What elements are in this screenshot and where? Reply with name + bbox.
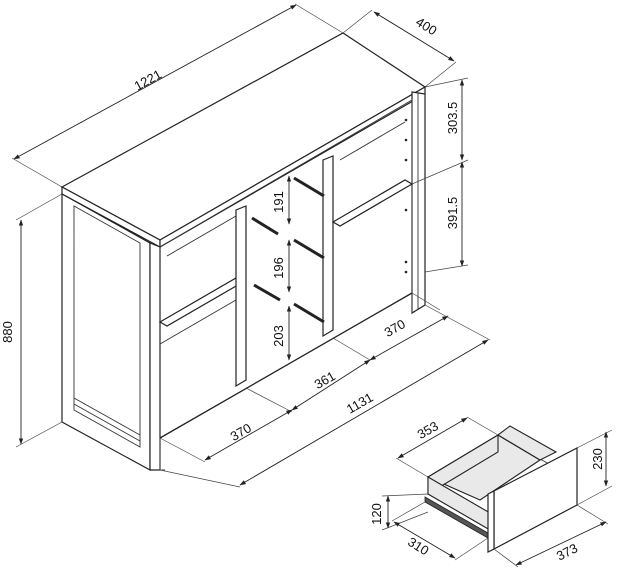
dim-drawer-mid-label: 196 bbox=[271, 257, 286, 279]
dim-middle-bay-label: 361 bbox=[312, 368, 338, 392]
dim-shelf-lower-label: 391.5 bbox=[445, 197, 460, 230]
right-side-post bbox=[411, 91, 426, 315]
dim-drawer-depth-label: 310 bbox=[405, 534, 431, 558]
left-side-frame-inner bbox=[73, 205, 141, 448]
dim-drawer-top-label: 191 bbox=[271, 191, 286, 213]
dim-line-right-bay bbox=[369, 315, 449, 361]
dim-line-drawer-front-width bbox=[515, 521, 607, 566]
right-bay-shelf bbox=[331, 179, 414, 227]
dim-drawer-side-height-label: 120 bbox=[369, 503, 384, 525]
middle-divider-left bbox=[235, 205, 247, 388]
dim-depth-label: 400 bbox=[413, 14, 439, 38]
dim-line-inner-width bbox=[239, 339, 489, 486]
dim-drawer-front-height-label: 230 bbox=[590, 448, 605, 470]
left-side-lower-rail bbox=[73, 397, 141, 436]
left-side-lower-rail-2 bbox=[73, 403, 141, 442]
middle-divider-right bbox=[322, 155, 334, 338]
dim-drawer-inner-width-label: 353 bbox=[415, 418, 441, 442]
bottom-shelf-front bbox=[159, 292, 413, 439]
dim-drawer-bottom-label: 203 bbox=[271, 325, 286, 347]
drawer bbox=[424, 425, 578, 553]
dim-line-drawer-depth bbox=[393, 521, 456, 559]
dim-left-bay-label: 370 bbox=[228, 420, 254, 444]
drawer-right-panel bbox=[497, 425, 558, 461]
drawer-runners bbox=[251, 176, 325, 324]
drawer-dimensions: 353 230 120 310 373 bbox=[369, 416, 613, 568]
cabinet-dimensions: 1221 400 880 303.5 391.5 191 196 203 bbox=[0, 3, 491, 488]
dim-line-drawer-inner-width bbox=[397, 417, 468, 459]
right-bay-back-line bbox=[339, 121, 406, 161]
dim-right-bay-label: 370 bbox=[382, 316, 408, 340]
dim-drawer-front-width-label: 373 bbox=[554, 540, 580, 563]
left-bay-shelf bbox=[158, 277, 245, 327]
back-panel-edge bbox=[159, 99, 413, 248]
shelf-pin-holes bbox=[404, 118, 408, 274]
bottom-shelf-back bbox=[159, 299, 237, 345]
dim-width-label: 1221 bbox=[132, 66, 165, 93]
dim-height-label: 880 bbox=[0, 321, 15, 343]
dim-inner-width-label: 1131 bbox=[344, 390, 376, 417]
dim-line-width bbox=[13, 4, 297, 160]
dim-shelf-upper-label: 303.5 bbox=[445, 102, 460, 135]
left-bay-back-line bbox=[166, 215, 237, 257]
dim-line-depth bbox=[373, 11, 455, 62]
drawer-front-edge bbox=[487, 490, 495, 553]
left-side-frame bbox=[61, 192, 151, 472]
left-front-leg bbox=[149, 242, 161, 471]
